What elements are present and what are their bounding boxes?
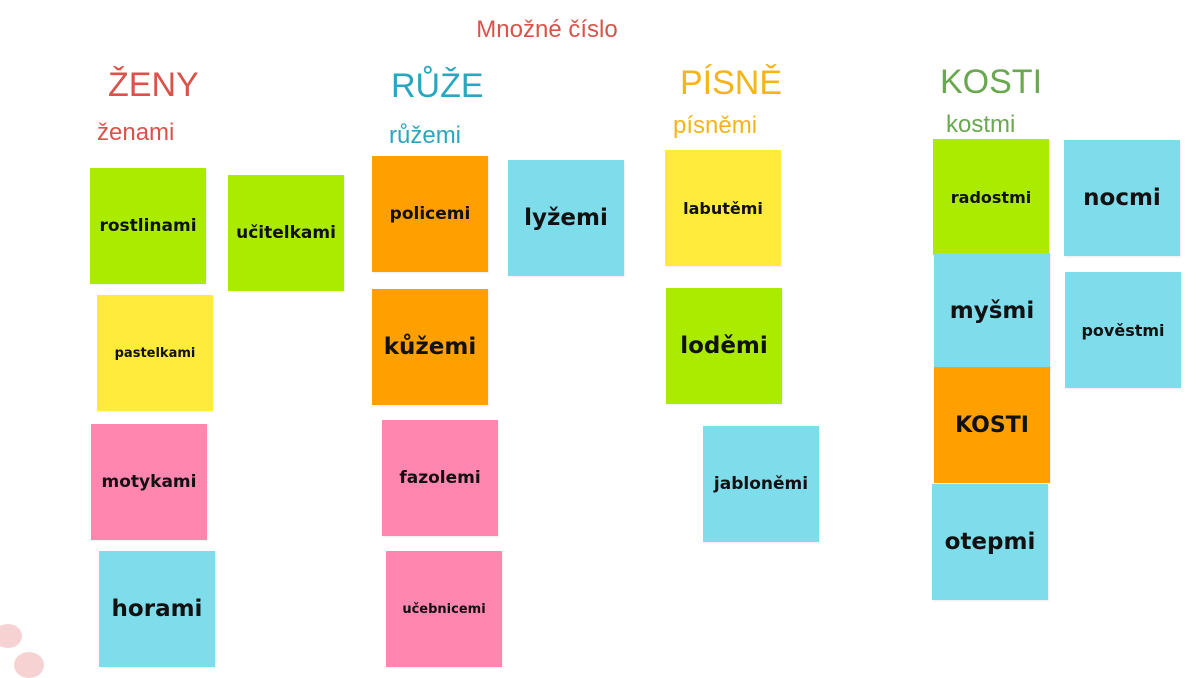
column-heading-pisne: PÍSNĚ [680,64,783,102]
sticky-note-mysmi[interactable]: myšmi [934,253,1050,369]
sticky-note-lyzemi[interactable]: lyžemi [508,160,624,276]
sticky-note-jablonemi[interactable]: jabloněmi [703,426,819,542]
column-heading-ruze: RŮŽE [391,67,484,105]
sticky-note-kosti[interactable]: KOSTI [934,367,1050,483]
page-title: Množné číslo [476,16,618,43]
sticky-note-fazolemi[interactable]: fazolemi [382,420,498,536]
sticky-note-nocmi[interactable]: nocmi [1064,140,1180,256]
sticky-note-rostlinami[interactable]: rostlinami [90,168,206,284]
sticky-note-policemi[interactable]: policemi [372,156,488,272]
sticky-note-pastelkami[interactable]: pastelkami [97,295,213,411]
sticky-note-radostmi[interactable]: radostmi [933,139,1049,255]
sticky-note-povestmi[interactable]: pověstmi [1065,272,1181,388]
column-heading-zeny: ŽENY [108,66,199,104]
column-ending-zeny: ženami [97,119,175,146]
sticky-note-lodemi[interactable]: loděmi [666,288,782,404]
sticky-note-ucebnicemi[interactable]: učebnicemi [386,551,502,667]
column-ending-ruze: růžemi [389,122,462,149]
sticky-note-ucitelkami[interactable]: učitelkami [228,175,344,291]
decorative-circle [0,624,22,648]
decorative-circle [14,652,44,678]
sticky-note-labutemi[interactable]: labutěmi [665,150,781,266]
sticky-note-kuzemi[interactable]: kůžemi [372,289,488,405]
sticky-note-motykami[interactable]: motykami [91,424,207,540]
sticky-note-horami[interactable]: horami [99,551,215,667]
column-ending-pisne: písněmi [673,112,758,139]
sticky-note-otepmi[interactable]: otepmi [932,484,1048,600]
column-heading-kosti: KOSTI [940,63,1043,101]
column-ending-kosti: kostmi [946,111,1016,138]
